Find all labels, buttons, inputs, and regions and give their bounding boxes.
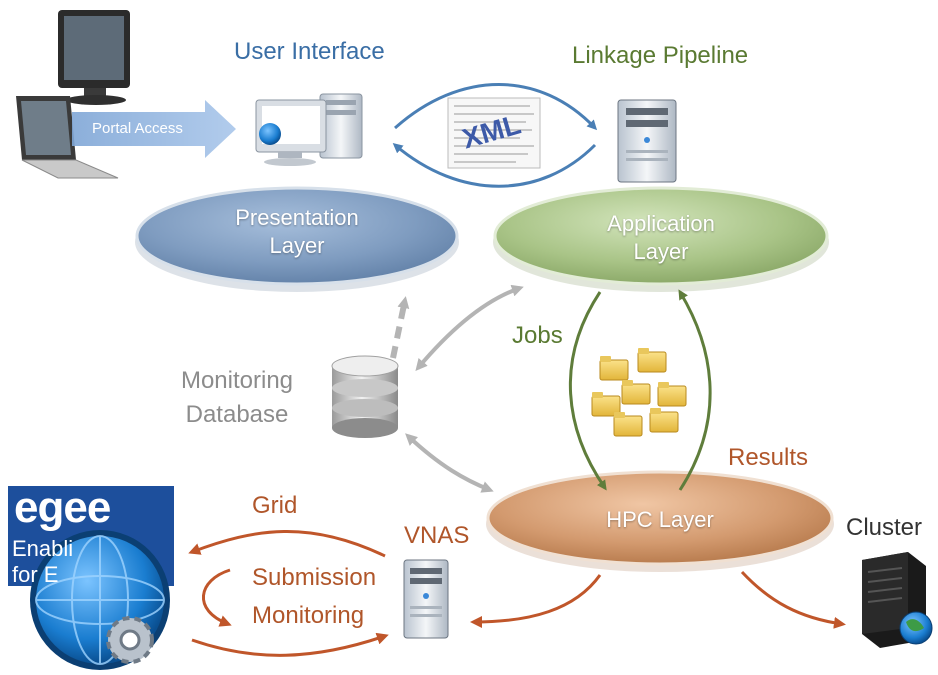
results-arrow	[678, 289, 712, 491]
application-layer-line2: Layer	[633, 239, 689, 264]
hpc-layer-label: HPC Layer	[606, 507, 714, 532]
monitor-icon	[58, 10, 130, 105]
xml-document-icon	[447, 97, 541, 169]
request-arrow	[394, 83, 598, 131]
egee-tagline-line2: for E	[12, 562, 59, 587]
presentation-layer-line1: Presentation	[235, 205, 359, 230]
cluster-label: Cluster	[846, 514, 923, 541]
desktop-pc-icon	[255, 93, 363, 166]
user-interface-label: User Interface	[234, 38, 385, 65]
application-layer-label: Application Layer	[551, 210, 771, 266]
application-layer-line1: Application	[607, 211, 715, 236]
database-to-hpc-arrow	[406, 434, 494, 493]
hpc-to-cluster-arrow	[740, 570, 846, 629]
submission-monitoring-loop-arrow	[201, 568, 232, 627]
vnas-server-icon	[403, 559, 449, 639]
portal-access-label: Portal Access	[92, 120, 183, 137]
monitoring-database-line1: Monitoring	[180, 367, 294, 394]
results-label: Results	[728, 444, 809, 471]
folders-icon	[591, 348, 687, 437]
portal-access-arrow	[72, 100, 236, 158]
database-to-presentation-arrow	[390, 296, 410, 359]
hpc-to-vnas-arrow	[470, 574, 602, 628]
monitoring-database-line2: Database	[185, 401, 289, 428]
response-arrow	[392, 143, 597, 188]
database-to-application-arrow	[416, 284, 524, 370]
presentation-layer-line2: Layer	[269, 233, 325, 258]
application-to-database-arrow	[415, 358, 428, 372]
jobs-arrow	[568, 291, 607, 491]
submission-label: Submission	[252, 564, 377, 591]
egee-wordmark: egee	[14, 483, 111, 532]
monitoring-database-label: Monitoring Database	[166, 364, 308, 432]
monitoring-label: Monitoring	[252, 602, 365, 629]
jobs-label: Jobs	[512, 322, 563, 349]
laptop-icon	[16, 96, 119, 179]
grid-label: Grid	[252, 492, 298, 519]
globe-gear-icon	[30, 530, 170, 670]
application-layer	[493, 186, 829, 292]
vnas-label: VNAS	[404, 522, 470, 549]
monitoring-arrow	[191, 632, 389, 657]
hpc-to-database-arrow	[405, 433, 418, 446]
presentation-layer-label: Presentation Layer	[187, 204, 407, 260]
egee-tagline-line1: Enabli	[12, 536, 74, 561]
linkage-pipeline-label: Linkage Pipeline	[572, 42, 749, 69]
cluster-server-icon	[862, 552, 933, 648]
presentation-layer	[135, 186, 459, 292]
grid-arrow	[188, 530, 386, 558]
server-tower-icon	[617, 99, 677, 183]
hpc-layer	[486, 470, 834, 572]
database-icon	[331, 355, 399, 438]
